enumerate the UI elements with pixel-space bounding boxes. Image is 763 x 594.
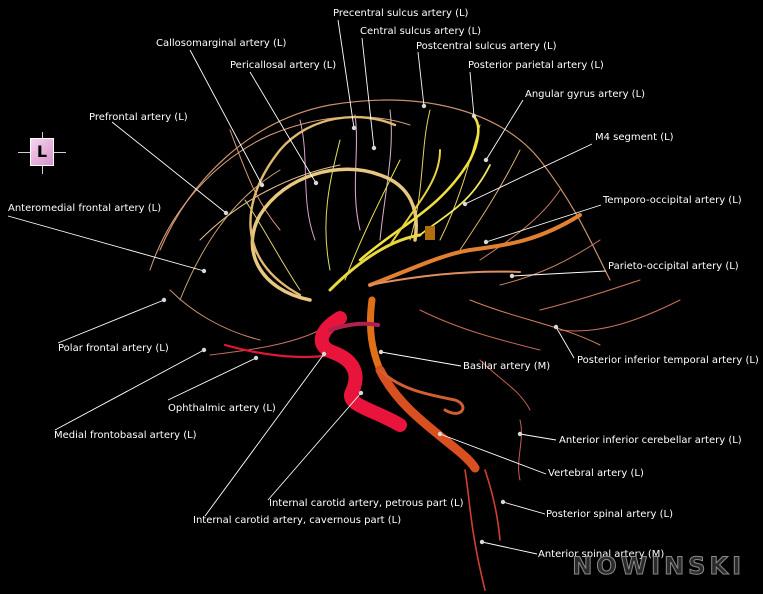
leader-temporo-occipital-artery bbox=[485, 204, 602, 243]
marker-temporo-occipital-artery bbox=[483, 239, 489, 245]
marker-angular-gyrus-artery bbox=[483, 157, 489, 163]
leader-pericallosal-artery bbox=[249, 71, 317, 184]
label-temporo-occipital-artery: Temporo-occipital artery (L) bbox=[603, 195, 742, 206]
label-central-sulcus-artery: Central sulcus artery (L) bbox=[360, 26, 482, 37]
leader-posterior-inferior-temporal-artery bbox=[555, 326, 575, 359]
leader-postcentral-sulcus-artery bbox=[417, 51, 425, 107]
logo-watermark: NOWINSKI bbox=[572, 552, 745, 581]
label-callosomarginal-artery: Callosomarginal artery (L) bbox=[156, 38, 287, 49]
marker-m4-segment bbox=[462, 201, 468, 207]
marker-prefrontal-artery bbox=[223, 210, 229, 216]
marker-postcentral-sulcus-artery bbox=[421, 103, 427, 109]
marker-central-sulcus-artery bbox=[371, 145, 377, 151]
label-ophthalmic-artery: Ophthalmic artery (L) bbox=[168, 403, 276, 414]
leader-internal-carotid-cavernous bbox=[204, 353, 325, 517]
marker-pericallosal-artery bbox=[313, 180, 319, 186]
leader-posterior-parietal-artery bbox=[469, 71, 475, 117]
leader-posterior-spinal-artery bbox=[502, 501, 546, 515]
marker-medial-frontobasal-artery bbox=[201, 347, 207, 353]
leader-callosomarginal-artery bbox=[189, 49, 263, 186]
label-anterior-spinal-artery: Anterior spinal artery (M) bbox=[538, 549, 665, 560]
leader-central-sulcus-artery bbox=[361, 37, 375, 149]
marker-internal-carotid-cavernous bbox=[321, 351, 327, 357]
anterior-cerebral-arteries bbox=[249, 115, 418, 302]
cortical-branches bbox=[149, 99, 681, 481]
marker-internal-carotid-petrous bbox=[358, 390, 364, 396]
marker-anteromedial-frontal-artery bbox=[201, 268, 207, 274]
orientation-letter: L bbox=[30, 138, 54, 166]
leader-angular-gyrus-artery bbox=[485, 99, 524, 161]
label-anterior-inferior-cerebellar-artery: Anterior inferior cerebellar artery (L) bbox=[559, 435, 742, 446]
leader-m4-segment bbox=[464, 143, 593, 205]
posterior-cerebral-arteries bbox=[368, 213, 582, 287]
label-angular-gyrus-artery: Angular gyrus artery (L) bbox=[525, 89, 646, 100]
label-internal-carotid-cavernous: Internal carotid artery, cavernous part … bbox=[193, 515, 402, 526]
label-vertebral-artery: Vertebral artery (L) bbox=[548, 468, 644, 479]
marker-anterior-inferior-cerebellar-artery bbox=[517, 431, 523, 437]
label-prefrontal-artery: Prefrontal artery (L) bbox=[89, 112, 188, 123]
marker-precentral-sulcus-artery bbox=[351, 125, 357, 131]
leader-vertebral-artery bbox=[439, 433, 547, 475]
leader-precentral-sulcus-artery bbox=[337, 19, 355, 129]
label-anteromedial-frontal-artery: Anteromedial frontal artery (L) bbox=[8, 203, 162, 214]
label-posterior-inferior-temporal-artery: Posterior inferior temporal artery (L) bbox=[577, 355, 759, 366]
marker-anterior-spinal-artery bbox=[479, 539, 485, 545]
label-internal-carotid-petrous: Internal carotid artery, petrous part (L… bbox=[269, 498, 464, 509]
marker-posterior-parietal-artery bbox=[471, 113, 477, 119]
leader-anterior-spinal-artery bbox=[481, 541, 538, 555]
label-m4-segment: M4 segment (L) bbox=[595, 132, 674, 143]
label-parieto-occipital-artery: Parieto-occipital artery (L) bbox=[608, 261, 739, 272]
leader-anteromedial-frontal-artery bbox=[7, 215, 205, 272]
marker-callosomarginal-artery bbox=[259, 182, 265, 188]
label-polar-frontal-artery: Polar frontal artery (L) bbox=[58, 343, 169, 354]
leader-polar-frontal-artery bbox=[57, 299, 165, 344]
leader-prefrontal-artery bbox=[111, 121, 227, 214]
leader-ophthalmic-artery bbox=[167, 357, 257, 401]
orientation-cube-icon: L bbox=[18, 132, 66, 174]
label-posterior-spinal-artery: Posterior spinal artery (L) bbox=[546, 509, 674, 520]
vertebrobasilar-arteries bbox=[328, 296, 501, 591]
marker-ophthalmic-artery bbox=[253, 355, 259, 361]
label-basilar-artery: Basilar artery (M) bbox=[463, 361, 551, 372]
middle-cerebral-arteries bbox=[328, 116, 491, 292]
leader-basilar-artery bbox=[380, 351, 462, 367]
marker-vertebral-artery bbox=[437, 431, 443, 437]
marker-parieto-occipital-artery bbox=[509, 273, 515, 279]
label-pericallosal-artery: Pericallosal artery (L) bbox=[230, 60, 337, 71]
marker-polar-frontal-artery bbox=[161, 297, 167, 303]
leader-medial-frontobasal-artery bbox=[54, 349, 205, 431]
leader-internal-carotid-petrous bbox=[267, 392, 362, 501]
label-medial-frontobasal-artery: Medial frontobasal artery (L) bbox=[54, 430, 197, 441]
label-posterior-parietal-artery: Posterior parietal artery (L) bbox=[468, 60, 604, 71]
leader-parieto-occipital-artery bbox=[511, 270, 607, 277]
marker-posterior-inferior-temporal-artery bbox=[553, 324, 559, 330]
marker-basilar-artery bbox=[378, 349, 384, 355]
internal-carotid-artery bbox=[223, 311, 407, 432]
label-precentral-sulcus-artery: Precentral sulcus artery (L) bbox=[333, 8, 469, 19]
label-postcentral-sulcus-artery: Postcentral sulcus artery (L) bbox=[416, 41, 557, 52]
marker-posterior-spinal-artery bbox=[500, 499, 506, 505]
leader-anterior-inferior-cerebellar-artery bbox=[519, 433, 557, 441]
